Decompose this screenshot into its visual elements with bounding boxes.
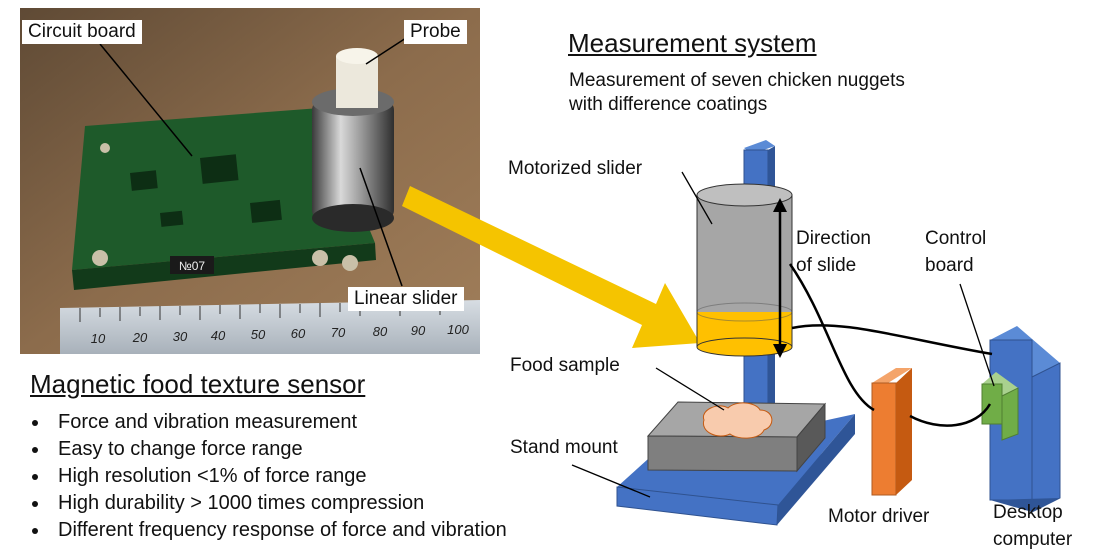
board-id-plate <box>170 256 214 274</box>
sensor-title: Magnetic food texture sensor <box>30 369 366 399</box>
linear-slider-label: Linear slider <box>348 287 464 311</box>
feature-item: High durability > 1000 times compression <box>50 490 507 517</box>
board-id-text: №07 <box>179 259 206 273</box>
direction-label-line2: of slide <box>796 255 857 276</box>
system-title: Measurement system <box>568 28 817 58</box>
sensor-photo-illustration: №07 10 20 30 40 50 60 70 <box>20 8 480 354</box>
ruler-mark: 80 <box>373 324 388 339</box>
linear-slider-leader-line <box>359 167 403 287</box>
probe-shape <box>336 56 378 108</box>
control-board-label-line2: board <box>925 255 974 276</box>
desktop-computer-label-line1: Desktop <box>993 502 1063 523</box>
motor-driver-label: Motor driver <box>828 506 930 527</box>
ruler-mark: 90 <box>411 323 426 338</box>
probe-leader-line <box>365 37 407 65</box>
circuit-board-leader-line <box>99 43 193 157</box>
ruler-mark: 10 <box>91 331 106 346</box>
probe-label: Probe <box>404 20 467 44</box>
slider-to-computer-cable <box>791 324 993 356</box>
ruler-mark: 50 <box>251 327 266 342</box>
control-board-label-line1: Control <box>925 228 987 249</box>
direction-label-line1: Direction <box>796 228 871 249</box>
ruler-mark: 60 <box>291 326 306 341</box>
feature-item: Different frequency response of force an… <box>50 517 507 544</box>
desktop-computer-label-line2: computer <box>993 529 1073 550</box>
ruler-mark: 30 <box>173 329 188 344</box>
motorized-slider-body <box>697 195 792 312</box>
connection-arrow <box>402 186 700 348</box>
sensor-feature-list: Force and vibration measurement Easy to … <box>30 409 507 544</box>
feature-item: Easy to change force range <box>50 436 507 463</box>
stand-mount-label: Stand mount <box>510 437 618 458</box>
ruler-mark: 70 <box>331 325 346 340</box>
stand-mount-leader-line <box>571 464 651 498</box>
motor-driver-box <box>871 382 897 496</box>
motorized-slider-leader-line <box>681 171 713 225</box>
ruler-mark: 100 <box>447 322 469 337</box>
sample-plate <box>647 435 798 472</box>
food-sample-shape <box>702 402 773 439</box>
control-board-box <box>981 383 1003 425</box>
linear-slider-shape <box>312 100 394 220</box>
circuit-board-label: Circuit board <box>22 20 142 44</box>
system-subtitle-line1: Measurement of seven chicken nuggets <box>569 70 905 91</box>
slider-to-motor-driver-cable <box>788 263 875 412</box>
control-board-leader-line <box>959 283 995 387</box>
ruler-mark: 20 <box>132 330 148 345</box>
motorized-slider-label: Motorized slider <box>508 158 643 179</box>
motor-driver-to-control-board-cable <box>909 403 992 427</box>
cables <box>788 263 993 427</box>
system-subtitle-line2: with difference coatings <box>569 94 768 115</box>
circuit-board-shape <box>72 108 375 270</box>
ruler <box>60 300 480 354</box>
sensor-photo: №07 10 20 30 40 50 60 70 <box>20 8 480 354</box>
feature-item: Force and vibration measurement <box>50 409 507 436</box>
ruler-numbers: 10 20 30 40 50 60 70 80 90 100 <box>91 322 470 346</box>
food-sample-leader-line <box>655 367 725 411</box>
feature-item: High resolution <1% of force range <box>50 463 507 490</box>
food-sample-label: Food sample <box>510 355 620 376</box>
ruler-mark: 40 <box>211 328 226 343</box>
